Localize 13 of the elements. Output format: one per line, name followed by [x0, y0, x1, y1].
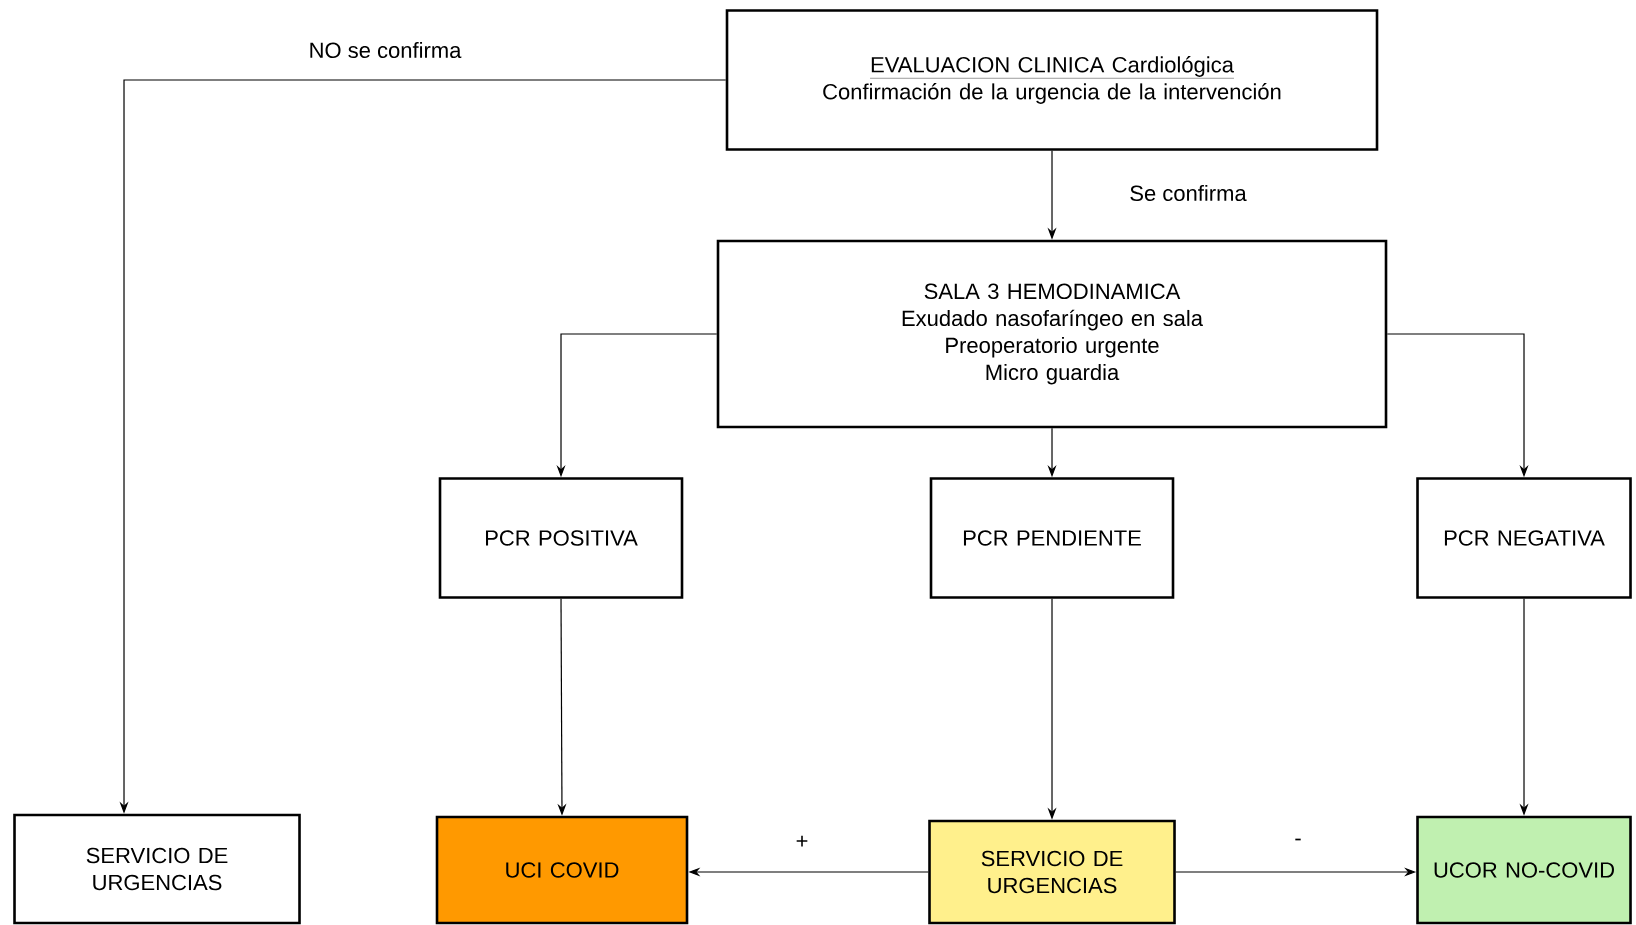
edge-label: - [1292, 836, 1304, 848]
process-box: SERVICIO DE URGENCIAS [13, 813, 301, 925]
process-box: PCR POSITIVA [438, 477, 684, 599]
edge-label: NO se confirma [306, 39, 464, 61]
edge-label: Se confirma [1127, 182, 1249, 204]
edge-label: + [793, 833, 811, 851]
process-box: PCR NEGATIVA [1416, 477, 1632, 599]
process-box: UCOR NO-COVID [1416, 815, 1632, 925]
process-box: PCR PENDIENTE [929, 477, 1175, 599]
process-box: EVALUACION CLINICA Cardiológica Confirmación de la urgencia de la intervención [725, 9, 1379, 151]
process-box: UCI COVID [435, 815, 689, 925]
process-box: SERVICIO DE URGENCIAS [928, 819, 1176, 925]
process-box: SALA 3 HEMODINAMICA Exudado nasofaríngeo en sala Preoperatorio urgente Micro guardia [716, 239, 1388, 429]
